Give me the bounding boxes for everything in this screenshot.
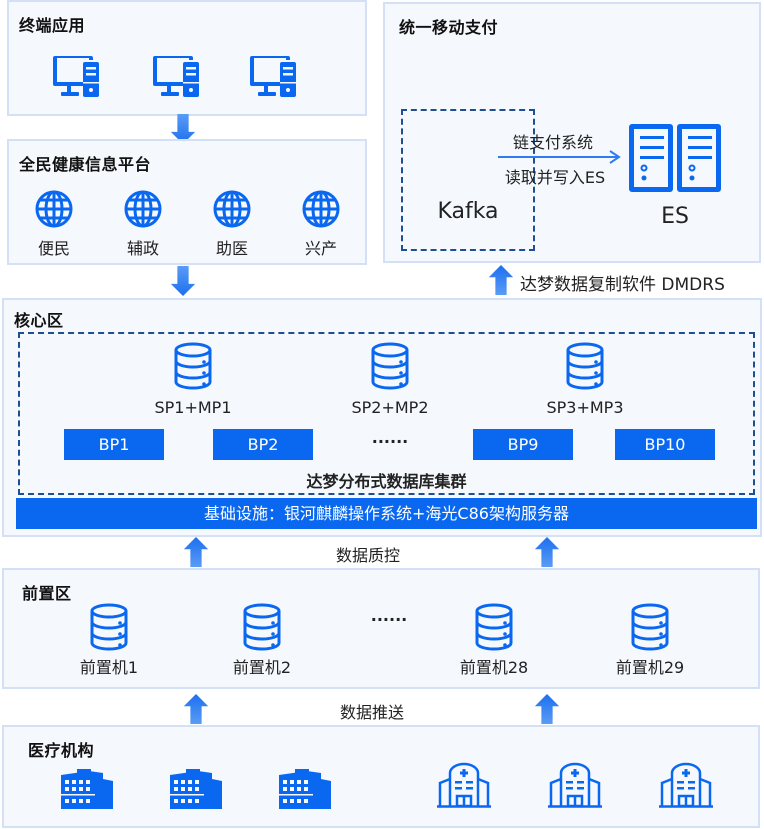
kafka-box: Kafka (401, 109, 535, 251)
medical-panel: 医疗机构 (2, 725, 760, 828)
quality-label: 数据质控 (335, 546, 400, 565)
push-label: 数据推送 (339, 703, 404, 722)
office-building-icon (168, 767, 224, 811)
flow-label-top: 链支付系统 (512, 133, 593, 152)
desktop-computer-icon (153, 52, 209, 100)
database-icon (370, 342, 410, 390)
bp-node: BP2 (213, 429, 313, 460)
sp-node-label: SP2+MP2 (351, 398, 429, 417)
desktop-computer-icon (53, 52, 109, 100)
hospital-icon (436, 761, 492, 809)
office-building-icon (59, 767, 115, 811)
server-rack-icon (627, 122, 723, 194)
globe-icon (212, 189, 252, 229)
replication-label: 达梦数据复制软件 DMDRS (520, 275, 725, 295)
platform-title: 全民健康信息平台 (19, 155, 152, 174)
up-arrow-icon (534, 537, 560, 567)
bp-node: BP1 (64, 429, 164, 460)
globe-icon (123, 189, 163, 229)
kafka-label: Kafka (437, 199, 499, 224)
core-title: 核心区 (14, 311, 64, 330)
front-title: 前置区 (22, 584, 72, 603)
front-panel: 前置区 前置机1 前置机2 ······ 前置机28 前置机29 (2, 568, 760, 689)
desktop-computer-icon (250, 52, 306, 100)
hospital-icon (547, 761, 603, 809)
terminal-title: 终端应用 (19, 16, 86, 35)
up-arrow-icon (183, 537, 209, 567)
database-icon (474, 603, 514, 651)
bp-node: BP10 (615, 429, 715, 460)
database-icon (565, 342, 605, 390)
platform-item-label: 便民 (37, 239, 70, 258)
bp-node: BP9 (473, 429, 573, 460)
payment-title: 统一移动支付 (399, 18, 499, 37)
platform-item-label: 辅政 (126, 239, 159, 258)
platform-item-label: 助医 (215, 239, 248, 258)
up-arrow-icon (488, 265, 514, 295)
up-arrow-icon (183, 694, 209, 724)
office-building-icon (277, 767, 333, 811)
platform-item-label: 兴产 (304, 239, 337, 258)
database-icon (630, 603, 670, 651)
front-ellipsis: ······ (370, 610, 408, 629)
infrastructure-bar: 基础设施：银河麒麟操作系统+海光C86架构服务器 (16, 498, 757, 529)
front-machine-label: 前置机28 (459, 658, 529, 677)
front-machine-label: 前置机2 (232, 658, 292, 677)
es-label: ES (661, 204, 689, 229)
database-icon (242, 603, 282, 651)
flow-label-bottom: 读取并写入ES (504, 168, 606, 187)
database-icon (89, 603, 129, 651)
globe-icon (301, 189, 341, 229)
sp-node-label: SP1+MP1 (154, 398, 232, 417)
medical-title: 医疗机构 (28, 741, 95, 760)
globe-icon (34, 189, 74, 229)
hospital-icon (658, 761, 714, 809)
platform-panel: 全民健康信息平台 便民 辅政 助医 兴产 (7, 139, 367, 265)
front-machine-label: 前置机1 (79, 658, 139, 677)
cluster-label: 达梦分布式数据库集群 (306, 472, 467, 491)
sp-node-label: SP3+MP3 (546, 398, 624, 417)
database-icon (173, 342, 213, 390)
payment-panel: 统一移动支付 Kafka 链支付系统 读取并写入ES ES (383, 2, 761, 263)
up-arrow-icon (534, 694, 560, 724)
terminal-panel: 终端应用 (7, 0, 367, 116)
flow-arrow-icon (498, 150, 621, 164)
down-arrow-icon (170, 266, 196, 296)
core-panel: 核心区 SP1+MP1 SP2+MP2 SP3+MP3 BP1 BP2 ····… (2, 298, 762, 537)
cluster-box: SP1+MP1 SP2+MP2 SP3+MP3 BP1 BP2 ······ B… (18, 332, 755, 495)
front-machine-label: 前置机29 (615, 658, 685, 677)
bp-ellipsis: ······ (371, 432, 409, 451)
